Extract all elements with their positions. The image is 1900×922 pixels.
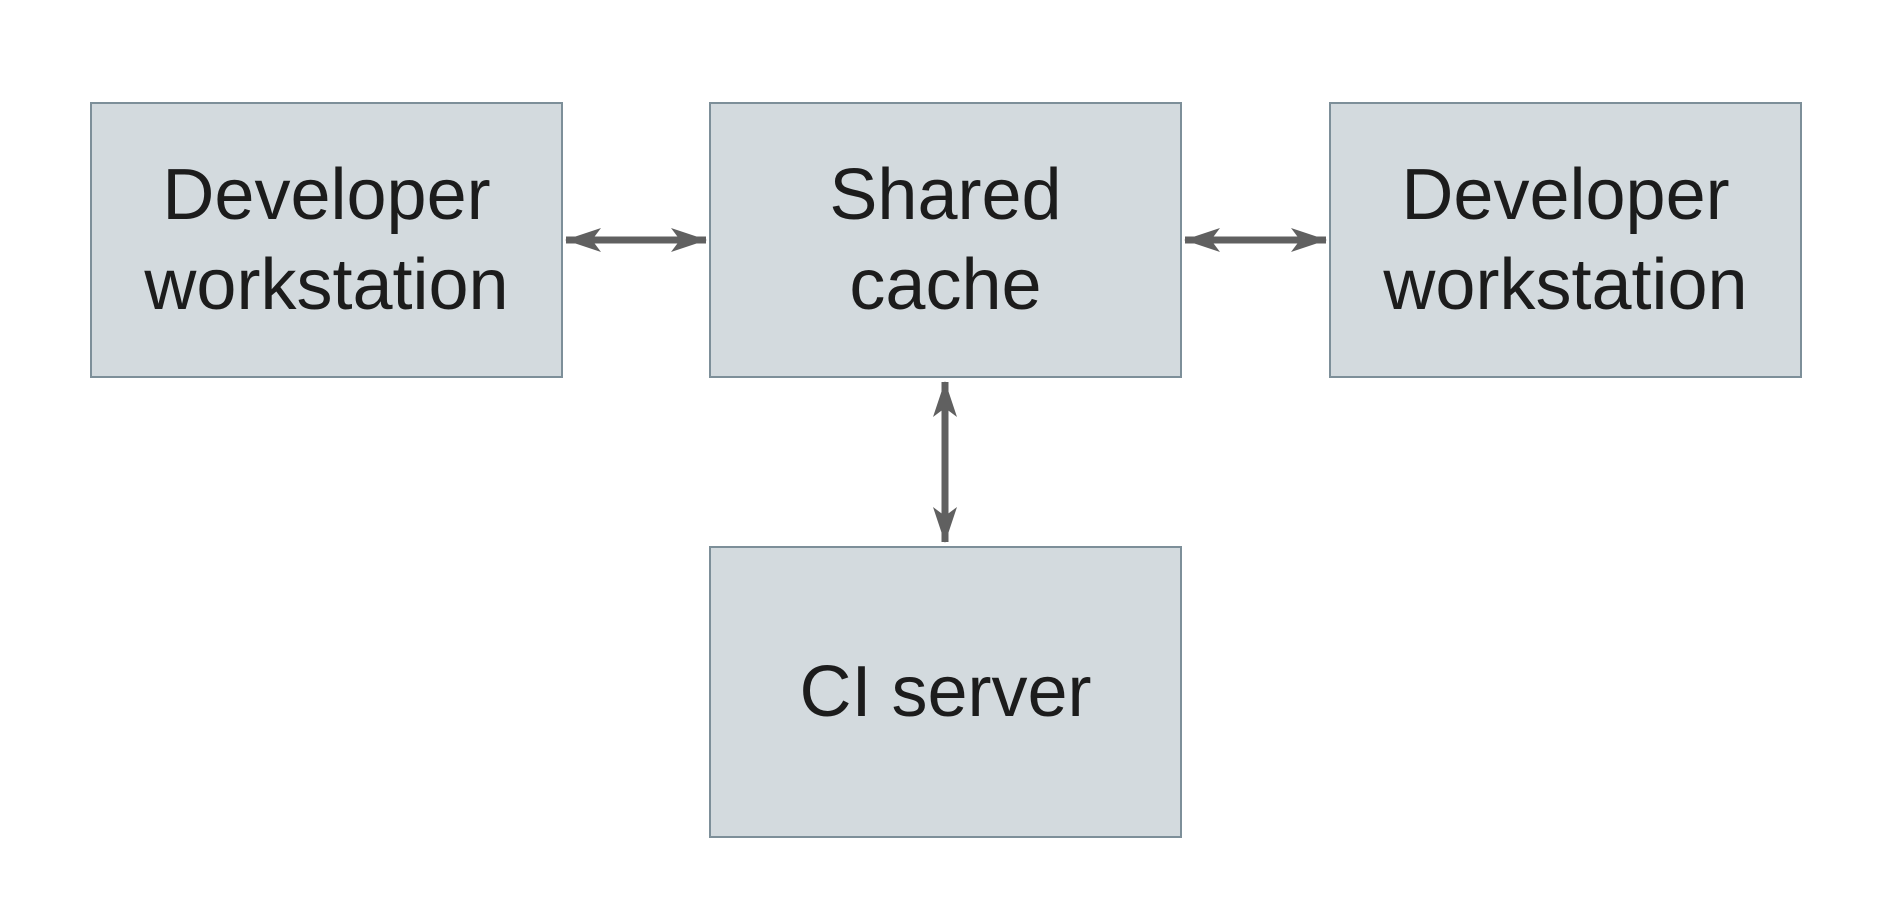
- node-label-shared-cache: Shared cache: [829, 155, 1062, 325]
- node-shared-cache: Shared cache: [709, 102, 1182, 378]
- node-developer-workstation-left: Developer workstation: [90, 102, 563, 378]
- node-label-ci-server: CI server: [799, 652, 1092, 732]
- node-ci-server: CI server: [709, 546, 1182, 838]
- node-label-developer-workstation-left: Developer workstation: [144, 155, 509, 325]
- node-label-developer-workstation-right: Developer workstation: [1383, 155, 1748, 325]
- node-developer-workstation-right: Developer workstation: [1329, 102, 1802, 378]
